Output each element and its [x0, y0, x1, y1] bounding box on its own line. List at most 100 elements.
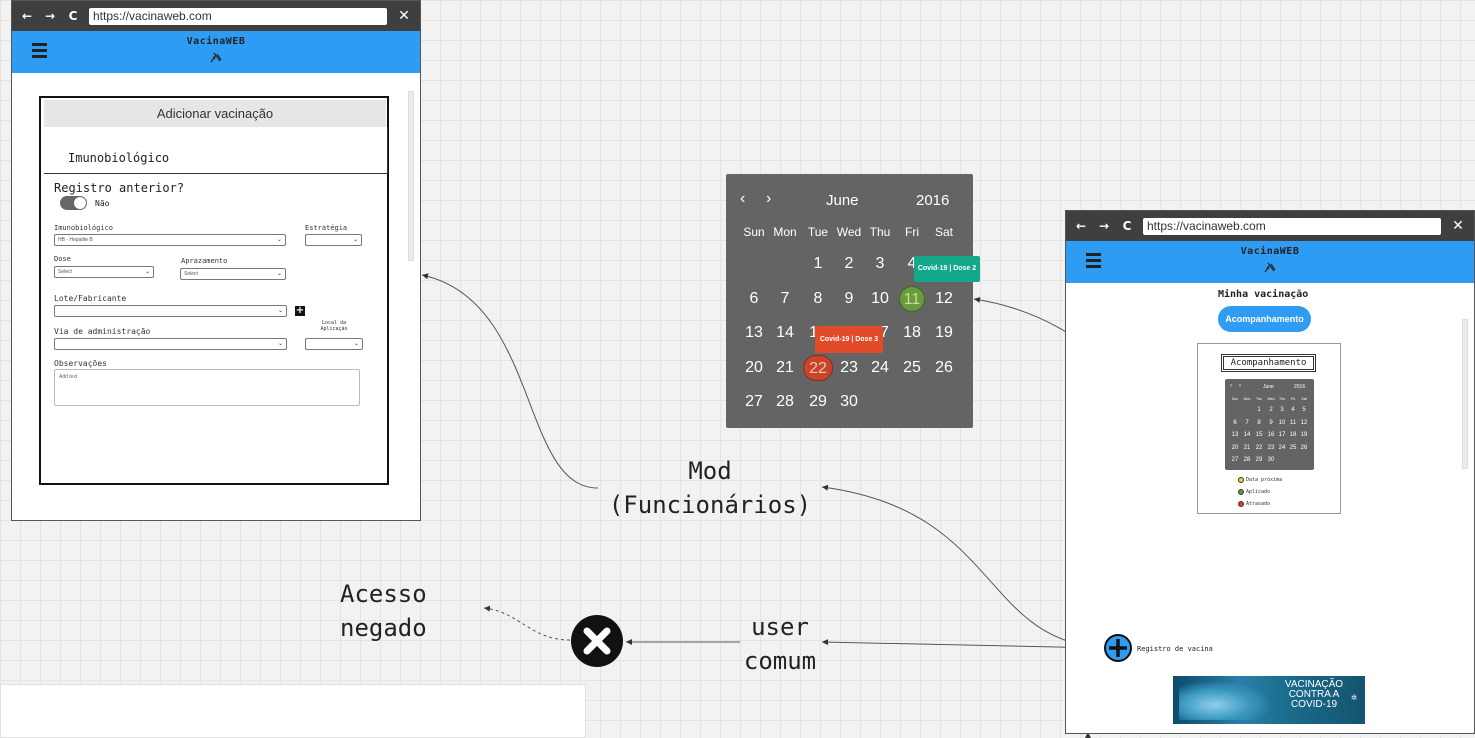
mini-calendar-day[interactable]: 17	[1278, 432, 1286, 439]
estrategia-select[interactable]: ⌄	[305, 234, 362, 246]
mini-calendar-day[interactable]: 19	[1300, 432, 1308, 439]
calendar-day[interactable]: 10	[871, 289, 889, 307]
calendar-day[interactable]: 24	[871, 358, 889, 376]
calendar-day[interactable]: 26	[935, 358, 953, 376]
brand-title: VacinaWEB	[1240, 246, 1300, 257]
legend-dot-icon	[1238, 501, 1244, 507]
obs-textarea[interactable]: Add text	[54, 369, 360, 406]
back-arrow-icon[interactable]: ←	[1075, 219, 1087, 233]
registro-label[interactable]: Registro de vacina	[1137, 645, 1213, 653]
blank-panel	[0, 684, 586, 738]
calendar-day-applied[interactable]: 11	[899, 285, 925, 312]
scrollbar[interactable]	[1462, 319, 1468, 469]
calendar-day[interactable]: 18	[903, 324, 921, 341]
forward-arrow-icon[interactable]: →	[1098, 219, 1110, 233]
mini-calendar-day[interactable]: 7	[1245, 419, 1249, 426]
calendar-day[interactable]: 20	[745, 358, 763, 376]
mini-calendar-day[interactable]: 2	[1269, 407, 1273, 413]
calendar-day[interactable]: 30	[840, 393, 858, 410]
mini-calendar-day[interactable]: 5	[1302, 407, 1306, 413]
mini-calendar-day[interactable]: 20	[1231, 444, 1239, 451]
calendar-day[interactable]: 9	[844, 289, 854, 307]
forward-arrow-icon[interactable]: →	[44, 9, 56, 23]
mini-calendar-day[interactable]: 26	[1300, 444, 1308, 451]
mini-calendar-day[interactable]: 23	[1267, 444, 1275, 451]
add-lote-icon[interactable]: +	[295, 305, 305, 316]
calendar-day[interactable]: 7	[780, 289, 790, 307]
mini-calendar-day[interactable]: 8	[1257, 419, 1261, 426]
mini-calendar-day[interactable]: 12	[1300, 419, 1308, 426]
imuno-select[interactable]: HB - Hepatite B⌄	[54, 234, 286, 246]
mini-calendar-day[interactable]: 6	[1233, 419, 1237, 426]
prev-month-icon[interactable]: ‹	[740, 190, 746, 207]
legend-label: Atrasado	[1246, 501, 1271, 507]
close-icon[interactable]: ✕	[1452, 218, 1464, 234]
weekday-header: Sat	[934, 225, 953, 239]
calendar-day[interactable]: 14	[776, 324, 794, 341]
mini-calendar-day[interactable]: 10	[1278, 419, 1286, 426]
dose-select[interactable]: Select⌄	[54, 266, 154, 278]
next-month-icon[interactable]: ›	[766, 190, 772, 207]
toggle-label: Não	[95, 199, 110, 208]
calendar-day-late[interactable]: 22	[803, 354, 833, 381]
calendar-day[interactable]: 21	[776, 358, 794, 376]
mini-calendar-day[interactable]: 18	[1289, 432, 1297, 439]
calendar-day[interactable]: 4	[907, 255, 917, 272]
calendar-day[interactable]: 1	[813, 255, 823, 272]
chevron-down-icon: ⌄	[353, 341, 359, 347]
toggle-switch[interactable]	[60, 196, 87, 210]
calendar-day[interactable]: 6	[749, 289, 759, 307]
back-arrow-icon[interactable]: ←	[21, 9, 33, 23]
mini-calendar-day[interactable]: 25	[1289, 444, 1297, 451]
mini-calendar-day[interactable]: 28	[1243, 457, 1251, 464]
mini-calendar-day[interactable]: 13	[1231, 432, 1239, 439]
calendar-day[interactable]: 28	[776, 393, 794, 410]
mod-label-line-2: (Funcionários)	[608, 491, 812, 519]
mini-calendar-day[interactable]: 9	[1269, 419, 1273, 426]
calendar-day[interactable]: 2	[844, 255, 854, 272]
calendar-day[interactable]: 13	[745, 324, 763, 341]
refresh-icon[interactable]: C	[68, 9, 78, 23]
close-icon[interactable]: ✕	[398, 8, 410, 24]
mini-calendar-day[interactable]: 11	[1289, 419, 1297, 426]
calendar-day[interactable]: 3	[875, 255, 885, 272]
mini-calendar-day[interactable]: 3	[1280, 407, 1284, 413]
mini-calendar-day[interactable]: 1	[1257, 407, 1261, 413]
obs-label: Observações	[54, 359, 107, 368]
calendar-day[interactable]: 19	[935, 324, 953, 341]
mini-calendar-day[interactable]: 30	[1267, 457, 1275, 464]
calendar-day[interactable]: 25	[903, 358, 921, 376]
url-bar[interactable]: https://vacinaweb.com	[89, 7, 387, 25]
mini-calendar-day[interactable]: 29	[1255, 457, 1263, 464]
refresh-icon[interactable]: C	[1122, 219, 1132, 233]
hamburger-menu-icon[interactable]	[1086, 253, 1101, 271]
lote-select[interactable]: ⌄	[54, 305, 287, 317]
local-select[interactable]: ⌄	[305, 338, 363, 350]
calendar-day[interactable]: 23	[840, 358, 858, 376]
mini-calendar-day[interactable]: 4	[1291, 407, 1295, 413]
mini-calendar-day[interactable]: 27	[1231, 457, 1239, 464]
calendar-month: June	[826, 192, 859, 209]
add-circle-icon[interactable]	[1104, 634, 1132, 662]
acompanhamento-button[interactable]: Acompanhamento	[1218, 306, 1311, 332]
mini-calendar-day[interactable]: 16	[1267, 432, 1275, 439]
mini-calendar-day[interactable]: 21	[1243, 444, 1251, 451]
local-label: Local da Aplicação	[320, 320, 348, 332]
mini-calendar-day[interactable]: 15	[1255, 432, 1263, 439]
url-bar[interactable]: https://vacinaweb.com	[1143, 217, 1441, 235]
aprazamento-select[interactable]: Select⌄	[180, 268, 286, 280]
hamburger-menu-icon[interactable]	[32, 43, 47, 61]
prev-month-icon[interactable]: ‹	[1230, 383, 1232, 389]
mini-calendar-day[interactable]: 22	[1255, 444, 1263, 451]
browser-toolbar: ← → C https://vacinaweb.com ✕	[1066, 211, 1474, 241]
calendar-day[interactable]: 12	[935, 289, 953, 307]
mini-calendar-day[interactable]: 24	[1278, 444, 1286, 451]
mini-calendar-day[interactable]: 14	[1243, 432, 1251, 439]
connector-denied-dashed	[483, 605, 571, 641]
calendar-day[interactable]: 29	[809, 393, 827, 410]
next-month-icon[interactable]: ›	[1239, 383, 1241, 389]
calendar-day[interactable]: 8	[813, 289, 823, 307]
scrollbar[interactable]	[408, 91, 414, 261]
via-select[interactable]: ⌄	[54, 338, 287, 350]
calendar-day[interactable]: 27	[745, 393, 763, 410]
